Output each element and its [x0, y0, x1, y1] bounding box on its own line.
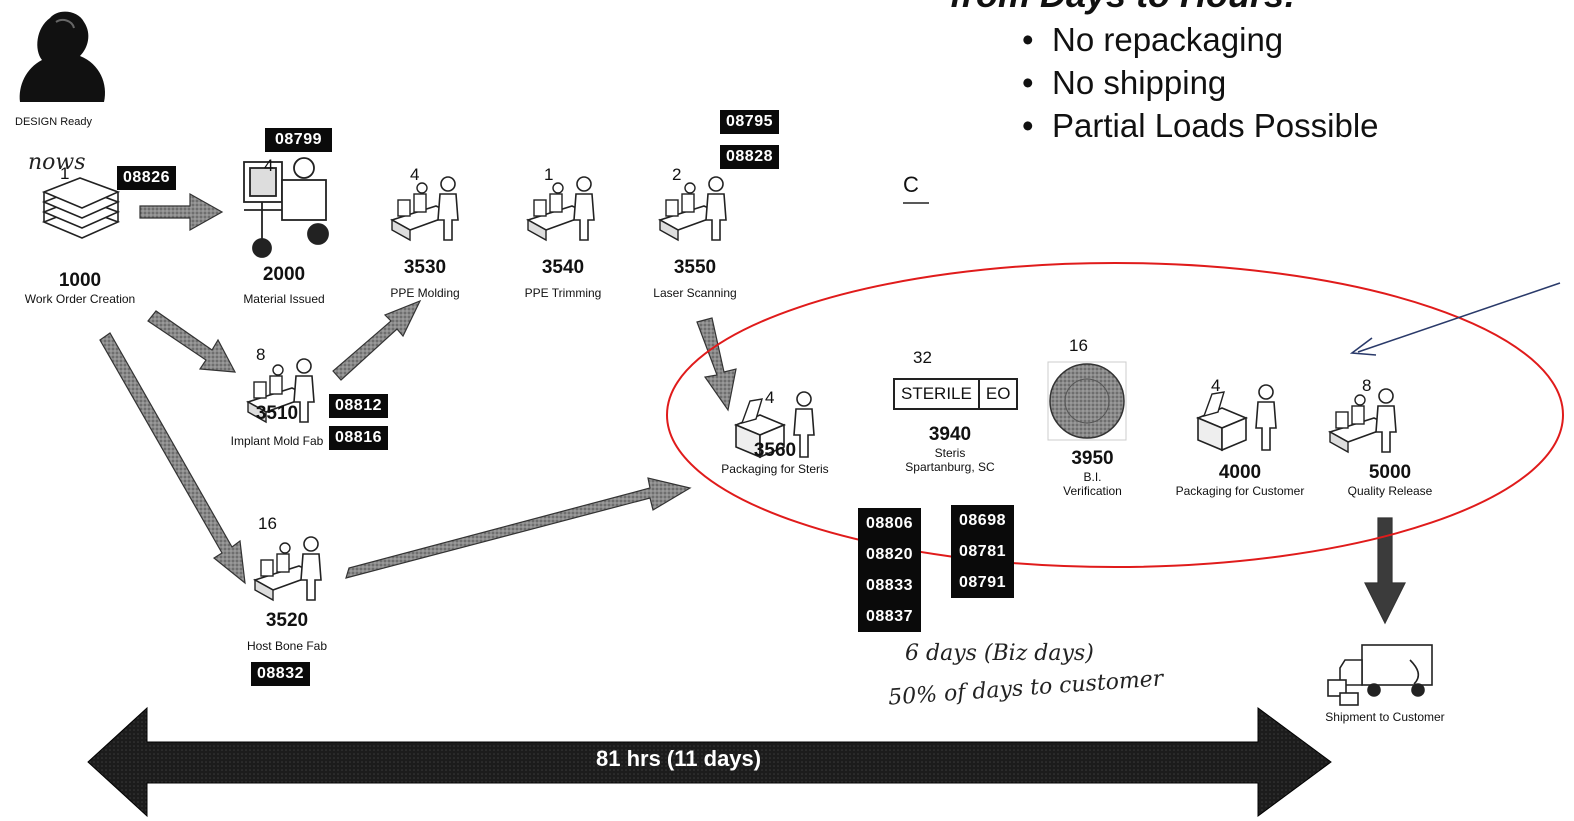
packer-icon-4000 — [1195, 384, 1277, 452]
bullet-item: •Partial Loads Possible — [1022, 107, 1379, 144]
forklift-icon — [243, 157, 329, 258]
stray-text: C — [903, 172, 919, 197]
node-4000: 4 4000 Packaging for Customer — [1175, 376, 1305, 498]
node-3520: 16 3520 Host Bone Fab — [246, 514, 328, 653]
node-5000: 8 5000 Quality Release — [1347, 376, 1433, 498]
worker-bench-icon-3530 — [389, 176, 459, 242]
design-ready-logo — [19, 11, 106, 102]
node-3950: 16 3950 B.I. Verification — [1063, 336, 1122, 498]
arrow-1000-to-3510 — [147, 310, 237, 373]
code-tag: 08812 — [329, 394, 388, 418]
node-shipment: Shipment to Customer — [1325, 710, 1445, 724]
code-tag: 08832 — [251, 662, 310, 686]
worker-bench-icon-3520 — [252, 536, 322, 602]
flow-arrows — [99, 192, 1406, 625]
node-3510: 8 3510 Implant Mold Fab — [230, 345, 324, 448]
worker-bench-icon-3540 — [525, 176, 595, 242]
handwritten-nows: nows — [28, 150, 86, 175]
arrow-1000-to-2000 — [139, 192, 224, 232]
node-3530: 4 3530 PPE Molding — [390, 165, 460, 300]
node-1000: 1 1000 Work Order Creation — [24, 164, 136, 306]
node-3540: 1 3540 PPE Trimming — [524, 165, 602, 300]
papers-icon — [41, 177, 121, 239]
packer-icon-3560 — [733, 391, 815, 459]
timeline-arrow — [87, 706, 1332, 818]
benefit-bullets: •No repackaging •No shipping •Partial Lo… — [1022, 18, 1379, 147]
highlight-ellipse — [666, 262, 1564, 568]
worker-icons — [245, 176, 1397, 602]
code-tag: 08795 — [720, 110, 779, 134]
bullet-item: •No repackaging — [1022, 21, 1284, 58]
arrow-5000-to-shipment — [1364, 517, 1406, 625]
code-tag-column-right: 08698 08781 08791 — [951, 505, 1014, 598]
bullet-item: •No shipping — [1022, 64, 1227, 101]
code-tag: 08828 — [720, 145, 779, 169]
worker-bench-icon-5000 — [1327, 388, 1397, 454]
code-tag: 08816 — [329, 426, 388, 450]
handwritten-days-note: 6 days (Biz days) — [905, 641, 1094, 666]
code-tag: 08826 — [117, 166, 176, 190]
arrow-1000-to-3520 — [99, 332, 246, 585]
pointer-arrow — [1349, 282, 1561, 356]
arrow-3550-to-3560 — [696, 317, 737, 412]
node-3560: 4 3560 Packaging for Steris — [721, 388, 829, 476]
truck-icon — [1327, 644, 1433, 706]
worker-bench-icon-3510 — [245, 358, 315, 424]
sterilizer-disc-icon — [1047, 361, 1127, 441]
worker-bench-icon-3550 — [657, 176, 727, 242]
arrow-3510-to-3530 — [332, 299, 422, 381]
code-tag: 08799 — [265, 128, 332, 152]
code-tag-column-left: 08806 08820 08833 08837 — [858, 508, 921, 632]
timeline-label: 81 hrs (11 days) — [596, 746, 762, 771]
design-ready-label: DESIGN Ready — [15, 116, 93, 128]
slide-title-partial: from Days to Hours: — [950, 0, 1296, 16]
arrow-3520-to-3560 — [345, 477, 692, 579]
node-3550: 2 3550 Laser Scanning — [653, 165, 737, 300]
node-2000: 4 2000 Material Issued — [243, 156, 325, 306]
